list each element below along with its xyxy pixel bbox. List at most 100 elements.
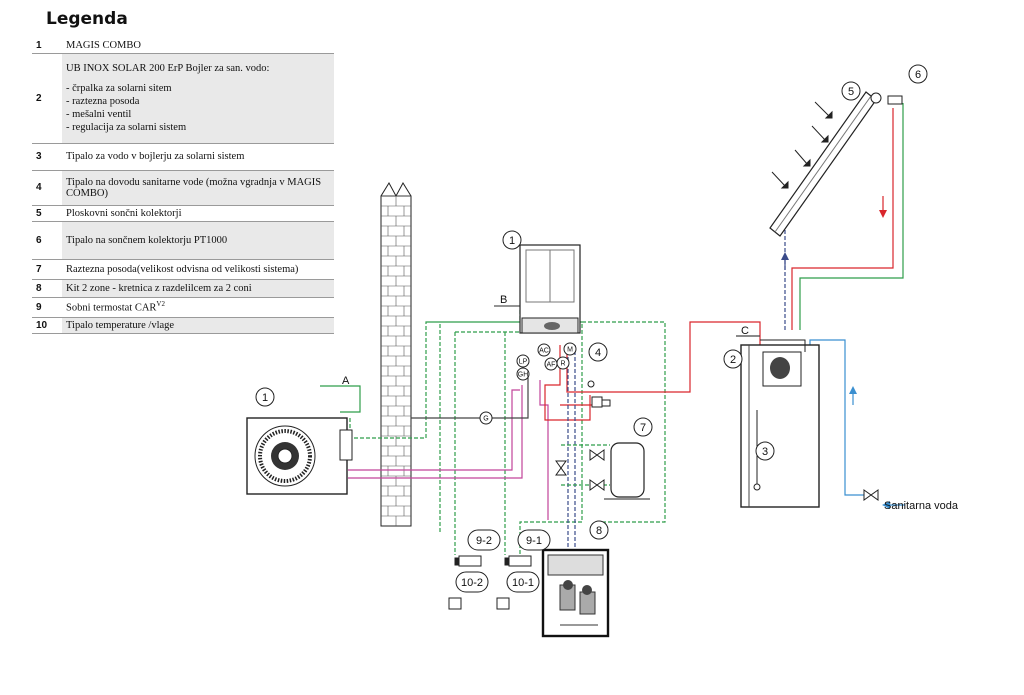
callout-collector: 5 — [841, 81, 861, 101]
connection-label: GH — [518, 372, 529, 379]
legend-description: Ploskovni sončni kolektorji — [62, 205, 334, 222]
legend-text: Tipalo temperature /vlage — [66, 319, 175, 331]
callout-number: 5 — [848, 86, 854, 98]
connection-m: M — [563, 342, 577, 356]
expansion-vessel — [604, 442, 650, 500]
legend-row: 2 UB INOX SOLAR 200 ErP Bojler za san. vo… — [32, 53, 334, 144]
callout-thermostat-2: 9-2 — [467, 529, 501, 551]
connection-label: M — [567, 347, 573, 354]
legend-number: 7 — [32, 259, 62, 280]
connection-g: G — [479, 411, 493, 425]
legend-description: Sobni termostat CARV2 — [62, 297, 334, 318]
callout-number: 9-2 — [476, 535, 492, 547]
valves — [555, 396, 879, 501]
legend-number: 4 — [32, 170, 62, 206]
outdoor-heat-pump — [246, 417, 353, 495]
legend-description: MAGIS COMBO — [62, 38, 334, 54]
legend-number: 10 — [32, 317, 62, 334]
legend-text: MAGIS COMBO — [66, 39, 141, 51]
callout-number: 1 — [262, 392, 268, 404]
legend-text: UB INOX SOLAR 200 ErP Bojler za san. vod… — [66, 62, 270, 74]
indoor-unit-magis-combo — [519, 244, 581, 334]
legend-number: 2 — [32, 53, 62, 144]
label-c: C — [741, 325, 749, 337]
room-devices — [448, 555, 532, 610]
legend-description: UB INOX SOLAR 200 ErP Bojler za san. vod… — [62, 53, 334, 144]
zone-kit — [541, 548, 610, 638]
legend-number: 8 — [32, 279, 62, 298]
legend-number: 1 — [32, 38, 62, 54]
pipe-solar-flow — [791, 108, 894, 330]
solar-tank — [740, 339, 820, 508]
connection-af: AF — [544, 357, 558, 371]
callout-sensor-1: 10-1 — [506, 571, 540, 593]
legend-text: Tipalo na dovodu sanitarne vode (možna v… — [66, 176, 322, 199]
callout-thermostat-1: 9-1 — [517, 529, 551, 551]
pipe-a-line — [320, 385, 361, 413]
pipe-navy — [567, 345, 576, 550]
legend-row: 3 Tipalo za vodo v bojlerju za solarni si… — [32, 143, 334, 171]
pipe-pink — [348, 380, 549, 520]
legend-number: 9 — [32, 297, 62, 318]
pipe-sanitary-cold — [809, 339, 870, 496]
legend-description: Tipalo za vodo v bojlerju za solarni sis… — [62, 143, 334, 171]
sanitary-water-label: Sanitarna voda — [884, 500, 959, 512]
connection-label: G — [483, 416, 488, 423]
pipe-g-line — [411, 372, 529, 419]
legend-superscript: V2 — [156, 300, 165, 309]
legend-number: 5 — [32, 205, 62, 222]
legend-row: 1 MAGIS COMBO — [32, 38, 334, 54]
label-b: B — [500, 294, 507, 306]
legend-description: Tipalo na sončnem kolektorju PT1000 — [62, 221, 334, 260]
connection-label: R — [560, 361, 565, 368]
callout-outdoor-unit: 1 — [255, 387, 275, 407]
legend-number: 6 — [32, 221, 62, 260]
callout-tank: 2 — [723, 349, 743, 369]
label-a: A — [342, 375, 350, 387]
legend-description: Raztezna posoda(velikost odvisna od veli… — [62, 259, 334, 280]
legend-number: 3 — [32, 143, 62, 171]
connection-r: R — [556, 356, 570, 370]
callout-tank-sensor: 3 — [755, 441, 775, 461]
callout-zone-kit: 8 — [589, 520, 609, 540]
legend-row: 10 Tipalo temperature /vlage — [32, 317, 334, 334]
connection-lp: LP — [516, 354, 530, 368]
connection-label: AF — [547, 362, 556, 369]
legend-subitem: - raztezna posoda — [66, 95, 140, 107]
pipe-expansion-branch — [561, 444, 610, 486]
callout-number: 7 — [640, 422, 646, 434]
callout-number: 9-1 — [526, 535, 542, 547]
pipe-red-heating — [544, 321, 761, 421]
callout-number: 8 — [596, 525, 602, 537]
connection-gh: GH — [516, 367, 530, 381]
legend-description: Tipalo temperature /vlage — [62, 317, 334, 334]
legend-text: Tipalo za vodo v bojlerju za solarni sis… — [66, 151, 245, 162]
callout-expansion-vessel: 7 — [633, 417, 653, 437]
callout-number: 4 — [595, 347, 601, 359]
legend-text: Sobni termostat CAR — [66, 302, 157, 314]
callout-number: 1 — [509, 235, 515, 247]
legend-row: 8 Kit 2 zone - kretnica z razdelilcem za … — [32, 279, 334, 298]
pipe-green-main — [349, 309, 545, 533]
legend-row: 5 Ploskovni sončni kolektorji — [32, 205, 334, 222]
legend-description: Kit 2 zone - kretnica z razdelilcem za 2… — [62, 279, 334, 298]
flow-arrows — [771, 101, 905, 509]
callout-number: 6 — [915, 69, 921, 81]
callout-indoor-unit: 1 — [502, 230, 522, 250]
legend-title: Legenda — [46, 9, 128, 29]
legend-row: 7 Raztezna posoda(velikost odvisna od vel… — [32, 259, 334, 280]
building-wall — [380, 181, 412, 527]
legend-text: Kit 2 zone - kretnica z razdelilcem za 2… — [66, 282, 252, 294]
legend-subitem: - črpalka za solarni sitem — [66, 82, 172, 94]
legend-text: Raztezna posoda(velikost odvisna od veli… — [66, 263, 299, 275]
legend-text: Ploskovni sončni kolektorji — [66, 207, 182, 219]
pipe-solar-return — [799, 103, 904, 330]
callout-sensor-2: 10-2 — [455, 571, 489, 593]
legend-table: 1 MAGIS COMBO 2 UB INOX SOLAR 200 ErP Bojle… — [32, 38, 334, 334]
connection-label: LP — [519, 359, 528, 366]
callout-number: 10-1 — [512, 577, 534, 589]
legend-subitem: - regulacija za solarni sistem — [66, 121, 187, 133]
